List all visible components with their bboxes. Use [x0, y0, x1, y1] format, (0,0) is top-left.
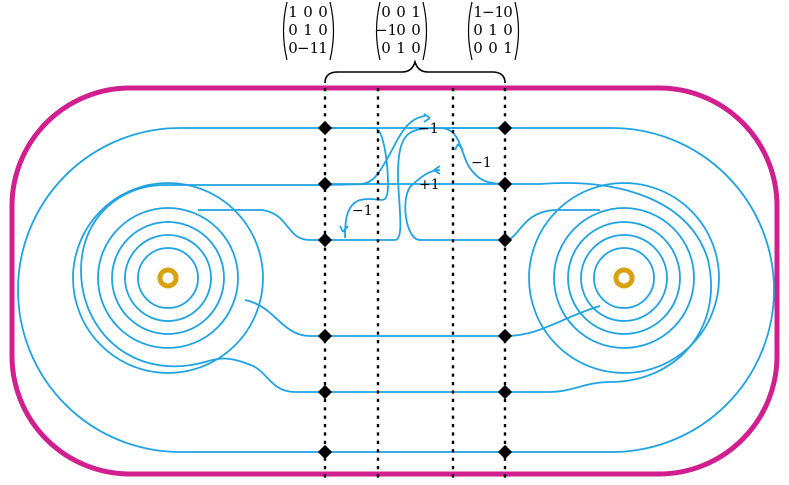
matrix-3-entry-2-1: 0 [473, 21, 483, 39]
matrix-1-entry-3-2: −1 [297, 39, 319, 57]
matrix-right-paren [514, 1, 520, 61]
matrix-1-entry-2-1: 0 [288, 21, 298, 39]
matrix-3-entry-1-1: 1 [473, 3, 483, 21]
puncture-right [613, 267, 635, 289]
arrow-left [339, 225, 349, 233]
matrix-1-entry-3-3: 1 [318, 39, 328, 57]
matrix-3-entry-1-3: 0 [503, 3, 513, 21]
curly-brace [324, 59, 506, 84]
tangle-d [325, 115, 426, 185]
arrow-mid [433, 165, 441, 175]
crossing-label-left: −1 [352, 203, 373, 219]
tangle-b [325, 127, 506, 241]
matrix-2-entry-1-3: 1 [411, 3, 421, 21]
arrow-right [454, 143, 464, 151]
outer-loop-second [80, 182, 712, 393]
strand-left-lower [198, 209, 325, 241]
node [497, 444, 513, 460]
matrix-3-entry-2-3: 0 [503, 21, 513, 39]
matrix-3-entry-2-2: 1 [488, 21, 498, 39]
matrix-2-entry-1-1: 0 [381, 3, 391, 21]
strand-bottom-left [244, 299, 601, 337]
matrix-left-paren [467, 1, 473, 61]
matrix-1-entry-2-3: 0 [318, 21, 328, 39]
node [317, 444, 333, 460]
matrix-2-entry-2-1: −1 [375, 21, 397, 39]
matrix-3-entry-1-2: −1 [482, 3, 504, 21]
tangle-a [325, 127, 389, 239]
cut-lines [323, 88, 507, 478]
surface-boundary [9, 85, 780, 477]
matrix-2-entry-3-2: 1 [396, 39, 406, 57]
matrix-right-paren [329, 1, 335, 61]
node [317, 120, 333, 136]
node [497, 328, 513, 344]
right-circles [528, 182, 720, 374]
matrix-2-entry-2-3: 0 [411, 21, 421, 39]
matrix-1-entry-1-3: 0 [318, 3, 328, 21]
matrix-1-entry-3-1: 0 [288, 39, 298, 57]
puncture-left [157, 267, 179, 289]
arrow-top [423, 113, 431, 123]
outer-loop-top [17, 127, 775, 453]
matrix-1-entry-1-2: 0 [303, 3, 313, 21]
matrix-3-entry-3-1: 0 [473, 39, 483, 57]
matrix-1-entry-1-1: 1 [288, 3, 298, 21]
tangle-c [404, 169, 505, 241]
node [497, 176, 513, 192]
matrix-2-entry-3-1: 0 [381, 39, 391, 57]
crossing-label-mid: +1 [419, 177, 440, 193]
matrix-left-paren [282, 1, 288, 61]
matrix-3-entry-3-2: 0 [488, 39, 498, 57]
matrix-1-entry-2-2: 1 [303, 21, 313, 39]
node [497, 120, 513, 136]
matrix-left-paren [375, 1, 381, 61]
node [317, 232, 333, 248]
matrix-2-entry-3-3: 0 [411, 39, 421, 57]
node [317, 384, 333, 400]
matrix-2-entry-2-2: 0 [396, 21, 406, 39]
matrix-right-paren [422, 1, 428, 61]
intersection-nodes [317, 120, 513, 460]
node [317, 176, 333, 192]
node [497, 384, 513, 400]
matrix-2-entry-1-2: 0 [396, 3, 406, 21]
crossing-label-top-left: −1 [418, 121, 439, 137]
matrix-3-entry-3-3: 1 [503, 39, 513, 57]
left-circles [72, 182, 264, 374]
node [497, 232, 513, 248]
node [317, 328, 333, 344]
crossing-label-right: −1 [471, 155, 492, 171]
